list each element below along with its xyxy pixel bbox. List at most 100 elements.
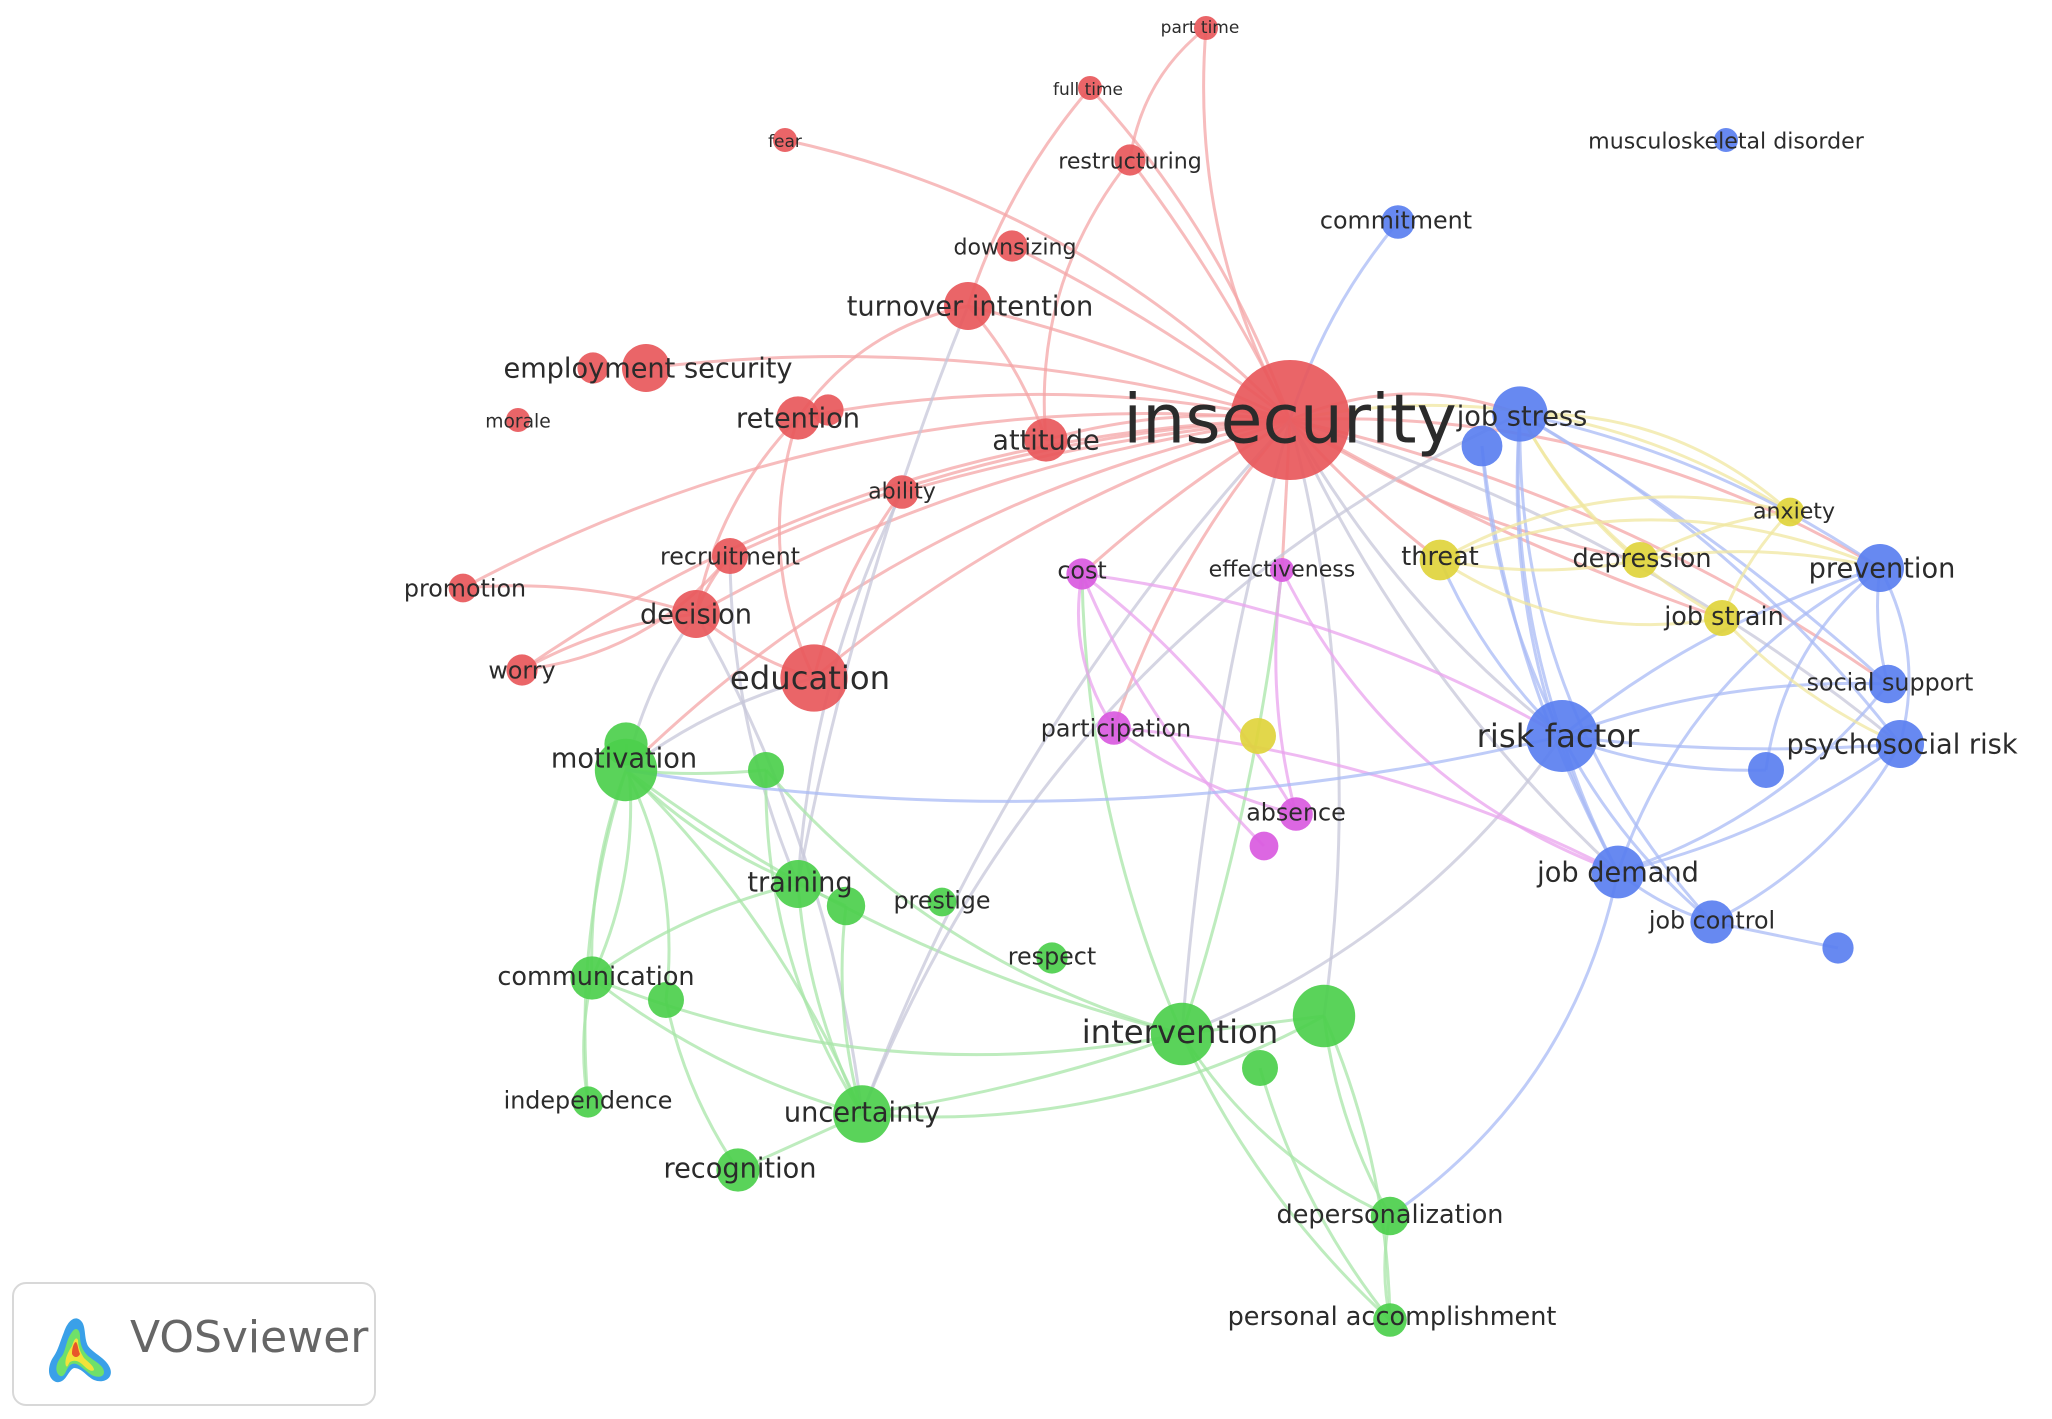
node-independence[interactable] xyxy=(572,1086,604,1118)
node-restructuring[interactable] xyxy=(1114,144,1146,176)
link-risk_factor-prevention xyxy=(1561,566,1881,738)
link-job_stress_b-job_demand xyxy=(1480,445,1620,873)
label-job-control: job control xyxy=(1648,907,1775,935)
link-decision-promotion xyxy=(462,584,697,616)
node-retention-b[interactable] xyxy=(812,394,844,426)
link-retention-education xyxy=(777,417,816,679)
node-depression[interactable] xyxy=(1622,542,1658,578)
link-green_b-intervention xyxy=(764,769,1183,1036)
node-absence-b[interactable] xyxy=(1249,831,1279,861)
label-anxiety: anxiety xyxy=(1753,499,1835,525)
label-prevention: prevention xyxy=(1809,554,1956,585)
link-motivation-independence xyxy=(583,769,628,1103)
node-psychosocial-b[interactable] xyxy=(1748,752,1784,788)
node-recognition[interactable] xyxy=(716,1148,760,1192)
node-communication[interactable] xyxy=(570,956,614,1000)
node-full-time[interactable] xyxy=(1078,76,1102,100)
node-employment-security[interactable] xyxy=(622,344,670,392)
node-job-stress[interactable] xyxy=(1492,386,1548,442)
link-threat-job_strain xyxy=(1439,558,1723,627)
node-worry[interactable] xyxy=(506,654,538,686)
node-anxiety[interactable] xyxy=(1775,497,1805,527)
link-risk_factor-social_support xyxy=(1561,681,1889,738)
node-communication-b[interactable] xyxy=(648,982,684,1018)
node-retention[interactable] xyxy=(776,396,820,440)
link-insecurity-uncertainty xyxy=(860,418,1292,1115)
link-job_stress-prevention xyxy=(1519,412,1881,570)
link-insecurity-fear xyxy=(784,138,1292,422)
node-risk-factor[interactable] xyxy=(1526,700,1598,772)
node-job-control-b[interactable] xyxy=(1822,932,1854,964)
node-threat[interactable] xyxy=(1419,539,1461,581)
vosviewer-badge: VOSviewer xyxy=(12,1282,376,1406)
label-morale: morale xyxy=(485,412,550,433)
link-prevention-job_demand xyxy=(1616,566,1881,873)
node-depersonalization[interactable] xyxy=(1370,1196,1410,1236)
node-commitment[interactable] xyxy=(1381,205,1415,239)
label-intervention: intervention xyxy=(1082,1013,1279,1051)
label-effectiveness: effectiveness xyxy=(1209,557,1356,583)
node-psychosocial-risk[interactable] xyxy=(1876,720,1924,768)
node-prevention[interactable] xyxy=(1856,544,1904,592)
node-part-time[interactable] xyxy=(1194,16,1218,40)
label-absence: absence xyxy=(1246,799,1346,827)
link-training-uncertainty xyxy=(796,883,864,1115)
node-motivation-b[interactable] xyxy=(604,722,648,766)
node-employment-security-b[interactable] xyxy=(577,352,609,384)
link-cost-risk_factor xyxy=(1081,572,1563,738)
node-intervention[interactable] xyxy=(1150,1002,1214,1066)
node-promotion[interactable] xyxy=(448,573,478,603)
node-prestige[interactable] xyxy=(927,887,957,917)
link-intervention_b-personal_accomplishment xyxy=(1322,1015,1392,1321)
node-turnover-intention[interactable] xyxy=(944,282,992,330)
node-job-stress-b[interactable] xyxy=(1461,425,1503,467)
node-attitude[interactable] xyxy=(1024,418,1068,462)
node-intervention-c[interactable] xyxy=(1242,1050,1278,1086)
link-job_strain-psychosocial_risk xyxy=(1720,616,1901,746)
label-respect: respect xyxy=(1008,943,1096,971)
node-morale[interactable] xyxy=(506,408,530,432)
label-risk-factor: risk factor xyxy=(1477,717,1640,755)
node-fear[interactable] xyxy=(773,128,797,152)
node-uncertainty[interactable] xyxy=(833,1085,891,1143)
node-green-b[interactable] xyxy=(748,752,784,788)
link-intervention-depersonalization xyxy=(1180,1033,1391,1218)
link-job_stress-anxiety xyxy=(1519,412,1791,514)
label-recruitment: recruitment xyxy=(660,543,800,571)
link-cost-absence_b xyxy=(1080,573,1266,848)
node-absence[interactable] xyxy=(1279,797,1313,831)
label-participation: participation xyxy=(1041,715,1191,743)
node-job-strain[interactable] xyxy=(1704,600,1740,636)
link-participation-absence xyxy=(1113,726,1297,816)
link-depersonalization-job_demand xyxy=(1389,871,1620,1218)
link-insecurity-education xyxy=(813,418,1291,680)
link-motivation-intervention xyxy=(625,768,1183,1036)
node-downsizing[interactable] xyxy=(996,230,1028,262)
node-job-demand[interactable] xyxy=(1591,845,1645,899)
node-participation[interactable] xyxy=(1097,711,1131,745)
link-decision-uncertainty xyxy=(694,613,864,1115)
node-training-b[interactable] xyxy=(826,886,866,926)
node-social-support[interactable] xyxy=(1868,664,1908,704)
label-social-support: social support xyxy=(1807,669,1974,697)
node-respect[interactable] xyxy=(1036,942,1068,974)
nodes-layer xyxy=(448,16,1924,1337)
node-education[interactable] xyxy=(780,644,848,712)
node-musculoskeletal[interactable] xyxy=(1714,128,1738,152)
node-personal-accomplishment[interactable] xyxy=(1373,1303,1407,1337)
node-yellow-b[interactable] xyxy=(1240,718,1276,754)
node-job-control[interactable] xyxy=(1690,900,1734,944)
node-cost[interactable] xyxy=(1066,558,1098,590)
node-ability[interactable] xyxy=(885,475,919,509)
node-decision[interactable] xyxy=(672,590,720,638)
node-insecurity[interactable] xyxy=(1230,360,1350,480)
node-recruitment[interactable] xyxy=(712,538,748,574)
link-job_stress-job_strain xyxy=(1518,413,1723,620)
node-intervention-b[interactable] xyxy=(1292,984,1356,1048)
node-effectiveness[interactable] xyxy=(1270,558,1294,582)
link-insecurity-promotion xyxy=(462,412,1291,590)
link-recruitment-training xyxy=(728,555,800,885)
link-threat-anxiety xyxy=(1439,495,1791,562)
node-training[interactable] xyxy=(774,860,822,908)
